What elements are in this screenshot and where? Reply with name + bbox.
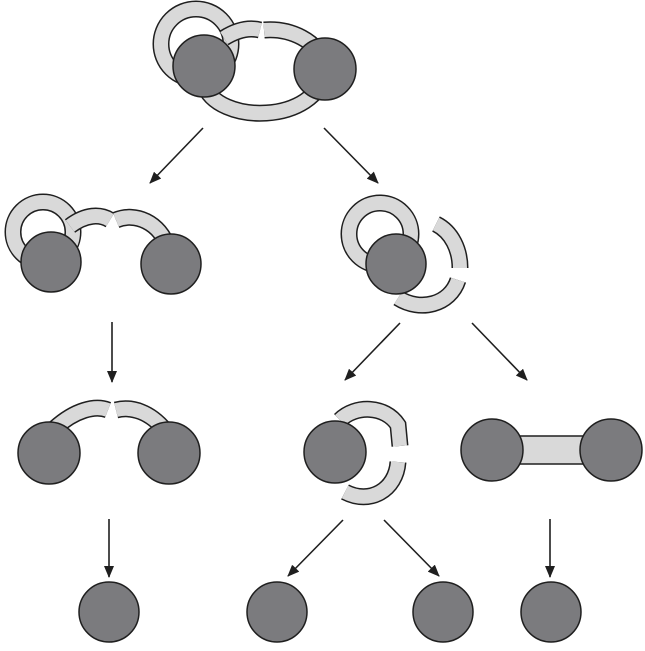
level2-right-configuration (340, 194, 469, 314)
l4-node-1 (78, 581, 140, 643)
arrow-root-to-right (323, 127, 379, 184)
l3-left-band (50, 401, 171, 435)
l4-node-4 (520, 581, 582, 643)
l3-right-node-b (579, 418, 643, 482)
l3-right-node-a (460, 418, 524, 482)
arrow-l2right-to-l3mid (344, 322, 401, 381)
root-left-node (172, 34, 236, 98)
l2-left-node-a (20, 231, 82, 293)
l3-mid-node (303, 420, 367, 484)
l2-left-node-b (140, 233, 202, 295)
level3-middle-configuration (303, 400, 409, 506)
arrow-l3mid-to-l4b (383, 519, 440, 577)
l3-mid-loop (335, 402, 407, 504)
arrow-l3mid-to-l4a (287, 519, 344, 577)
l3-left-node-a (17, 421, 81, 485)
root-configuration (152, 0, 357, 122)
level3-right-configuration (460, 418, 643, 482)
level4-nodes (78, 581, 582, 643)
arrow-root-to-left (149, 127, 204, 184)
level3-left-configuration (17, 399, 201, 485)
l2-right-loop2 (394, 217, 467, 313)
l3-left-node-b (137, 421, 201, 485)
l2-right-node (365, 233, 427, 295)
l4-node-2 (246, 581, 308, 643)
root-right-node (293, 37, 357, 101)
l4-node-3 (412, 581, 474, 643)
arrow-l2right-to-l3right (471, 322, 528, 381)
level2-left-configuration (4, 193, 202, 295)
